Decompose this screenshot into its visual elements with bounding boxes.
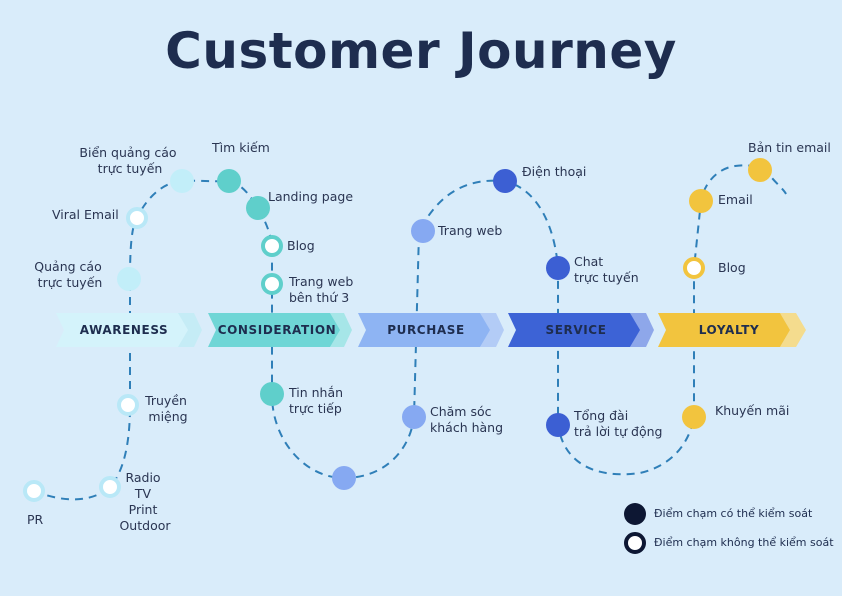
touchpoint-direct-message-line2: trực tiếp [289, 401, 342, 416]
stage-purchase: PURCHASE [358, 313, 504, 347]
stage-service-banner [508, 313, 640, 347]
legend-uncontrolled-label: Điểm chạm không thể kiểm soát [654, 536, 834, 549]
touchpoint-third-party-node [261, 273, 283, 295]
page-title: Customer Journey [165, 22, 677, 80]
touchpoint-phone-node [493, 169, 517, 193]
touchpoint-live-chat-line2: trực tuyến [574, 270, 639, 285]
stage-service-tail [630, 313, 654, 347]
touchpoint-email-node [689, 189, 713, 213]
touchpoint-ads-label: Quảng cáo trực tuyến [34, 259, 105, 290]
touchpoint-word-of-mouth-label: Truyền miệng [144, 393, 191, 424]
touchpoint-customer-care-line1: Chăm sóc [430, 404, 492, 419]
touchpoint-radio-line4: Outdoor [119, 518, 171, 533]
touchpoint-customer-care-label: Chăm sóc khách hàng [430, 404, 503, 435]
touchpoint-online-banner-line1: Biển quảng cáo [79, 145, 176, 160]
touchpoint-word-of-mouth-line2: miệng [148, 409, 187, 424]
touchpoint-radio-line1: Radio [125, 470, 160, 485]
touchpoint-online-banner-line2: trực tuyến [98, 161, 163, 176]
touchpoint-newsletter-node [748, 158, 772, 182]
touchpoint-direct-message-label: Tin nhắn trực tiếp [288, 385, 347, 416]
touchpoint-promotion-node [682, 405, 706, 429]
touchpoint-call-center-line1: Tổng đài [573, 408, 628, 423]
legend: Điểm chạm có thể kiểm soát Điểm chạm khô… [624, 503, 834, 554]
touchpoint-customer-care-node [402, 405, 426, 429]
touchpoint-radio-line3: Print [129, 502, 158, 517]
stage-loyalty-banner [658, 313, 790, 347]
touchpoint-phone-label: Điện thoại [522, 164, 586, 179]
touchpoint-online-banner-label: Biển quảng cáo trực tuyến [79, 145, 180, 176]
touchpoint-landing-page-label: Landing page [268, 189, 353, 204]
touchpoint-website-node [411, 219, 435, 243]
touchpoint-viral-email-label: Viral Email [52, 207, 119, 222]
touchpoint-radio-label: Radio TV Print Outdoor [119, 470, 171, 533]
touchpoint-call-center-node [546, 413, 570, 437]
touchpoint-blog1-node [261, 235, 283, 257]
touchpoint-live-chat-node [546, 256, 570, 280]
touchpoint-call-center-line2: trả lời tự động [574, 424, 662, 439]
touchpoint-third-party-line1: Trang web [288, 274, 353, 289]
touchpoint-blog2-label: Blog [718, 260, 746, 275]
stage-consideration-label: CONSIDERATION [218, 323, 337, 337]
touchpoint-search-node [217, 169, 241, 193]
stage-service-label: SERVICE [545, 323, 606, 337]
touchpoint-blog2-node [683, 257, 705, 279]
stage-loyalty-tail [780, 313, 806, 347]
touchpoint-website-label: Trang web [437, 223, 502, 238]
legend-uncontrolled-icon [624, 532, 646, 554]
touchpoint-live-chat-label: Chat trực tuyến [574, 254, 639, 285]
touchpoint-direct-message-node [260, 382, 284, 406]
touchpoint-pr-node [23, 480, 45, 502]
touchpoint-third-party-label: Trang web bên thứ 3 [288, 274, 357, 305]
stage-awareness: AWARENESS [56, 313, 202, 347]
stage-awareness-label: AWARENESS [80, 323, 169, 337]
stage-awareness-banner [56, 313, 188, 347]
stage-purchase-banner [358, 313, 490, 347]
touchpoint-direct-message-line1: Tin nhắn [288, 385, 343, 400]
touchpoint-pr-label: PR [27, 512, 44, 527]
touchpoint-newsletter-label: Bản tin email [748, 140, 831, 155]
stage-service: SERVICE [508, 313, 654, 347]
touchpoint-viral-email-node [126, 207, 148, 229]
legend-controlled-label: Điểm chạm có thể kiểm soát [654, 507, 813, 520]
touchpoint-customer-care-line2: khách hàng [430, 420, 503, 435]
touchpoint-ads-node [117, 267, 141, 291]
touchpoint-radio-line2: TV [134, 486, 152, 501]
touchpoint-word-of-mouth-node [117, 394, 139, 416]
stage-purchase-tail [480, 313, 504, 347]
stage-purchase-label: PURCHASE [387, 323, 465, 337]
touchpoint-email-label: Email [718, 192, 753, 207]
touchpoint-live-chat-line1: Chat [574, 254, 603, 269]
touchpoint-call-center-label: Tổng đài trả lời tự động [573, 408, 662, 439]
stage-loyalty-label: LOYALTY [699, 323, 760, 337]
legend-controlled-icon [624, 503, 646, 525]
touchpoint-search-label: Tìm kiếm [211, 140, 270, 155]
touchpoint-ads-line1: Quảng cáo [34, 259, 101, 274]
touchpoint-radio-node [99, 476, 121, 498]
touchpoint-ads-line2: trực tuyến [38, 275, 103, 290]
touchpoint-purchase-bottom-node [332, 466, 356, 490]
touchpoint-online-banner-node [170, 169, 194, 193]
touchpoint-promotion-label: Khuyến mãi [715, 403, 789, 418]
stage-consideration: CONSIDERATION [208, 313, 352, 347]
stage-consideration-banner [208, 313, 340, 347]
touchpoint-word-of-mouth-line1: Truyền [144, 393, 187, 408]
touchpoint-landing-page-node [246, 196, 270, 220]
touchpoint-blog1-label: Blog [287, 238, 315, 253]
stage-loyalty: LOYALTY [658, 313, 806, 347]
touchpoint-third-party-line2: bên thứ 3 [289, 290, 349, 305]
stage-consideration-tail [330, 313, 352, 347]
